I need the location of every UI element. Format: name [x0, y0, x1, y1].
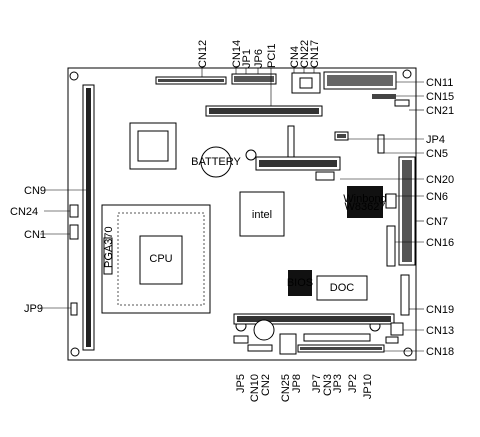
intel-chip: intel	[239, 191, 285, 237]
label-cn22: CN22	[299, 40, 311, 68]
winbond-body	[347, 186, 383, 218]
label-jp5: JP5	[235, 374, 247, 393]
cn19-connector	[400, 274, 410, 316]
board-outline	[67, 67, 417, 361]
socket-core	[139, 235, 183, 285]
cn24-connector	[69, 204, 79, 218]
cn13-side	[385, 336, 399, 344]
label-cn4: CN4	[289, 46, 301, 68]
label-jp7: JP7	[311, 374, 323, 393]
label-cn14: CN14	[231, 40, 243, 68]
top-labels: CN12 CN14 JP1 JP6 PCI1 CN4 CN22 CN17	[197, 40, 321, 68]
winbond-label: Winbond	[343, 193, 386, 205]
label-cn25: CN25	[280, 374, 292, 402]
cn14-jp-pins	[234, 76, 274, 82]
label-cn19: CN19	[426, 304, 454, 316]
label-cn5: CN5	[426, 148, 448, 160]
label-cn17: CN17	[309, 40, 321, 68]
right-labels: CN11 CN15 CN21 JP4 CN5 CN20 CN6 CN7 CN16…	[426, 77, 454, 358]
left-long-slot	[82, 84, 95, 351]
label-jp9: JP9	[24, 303, 43, 315]
cn12-pins	[158, 79, 224, 82]
label-cn12: CN12	[197, 40, 209, 68]
cn6-connector	[385, 193, 397, 209]
cn7-pins	[402, 160, 412, 262]
buzzer	[253, 319, 275, 341]
mounting-hole-br	[403, 347, 413, 357]
battery-body	[200, 146, 232, 178]
cn1-connector	[69, 224, 79, 240]
jp9-connector	[70, 302, 78, 316]
label-jp10: JP10	[362, 374, 374, 399]
board	[67, 67, 417, 361]
label-cn3: CN3	[322, 374, 334, 396]
cn18-header-pins	[300, 347, 382, 350]
jp-bottom-headers	[303, 333, 371, 342]
nb-inner	[137, 130, 169, 162]
bios-chip	[288, 270, 312, 296]
cpu-socket: CPU PGA370	[101, 204, 211, 314]
label-jp3: JP3	[332, 374, 344, 393]
cn4-inner	[299, 77, 313, 89]
cn20-side-header	[315, 171, 335, 181]
north-bridge-chip	[129, 122, 177, 170]
label-cn2: CN2	[260, 374, 272, 396]
cn15-connector	[372, 94, 396, 99]
label-cn21: CN21	[426, 105, 454, 117]
label-cn9: CN9	[24, 185, 46, 197]
label-cn24: CN24	[10, 206, 38, 218]
bottom-long-slot-pins	[237, 316, 391, 322]
label-cn15: CN15	[426, 91, 454, 103]
mounting-hole-tl	[69, 71, 79, 81]
cn20-pins	[259, 160, 337, 167]
label-jp4: JP4	[426, 134, 445, 146]
doc-label: DOC	[330, 282, 355, 294]
cn13-connector	[390, 322, 404, 336]
cn11-pins	[327, 75, 393, 86]
doc-socket	[316, 275, 368, 301]
socket-name-label: PGA370	[103, 226, 115, 268]
intel-outer	[239, 191, 285, 237]
cn16-connector	[386, 225, 396, 267]
battery: BATTERY	[191, 146, 242, 178]
battery-label: BATTERY	[191, 156, 241, 168]
mounting-hole-tr	[402, 69, 412, 79]
winbond-sublabel: W83627	[345, 201, 386, 213]
bios-label: BIOS	[287, 277, 313, 289]
label-jp1: JP1	[241, 49, 253, 68]
cn21-connector	[394, 99, 410, 107]
jp5-header	[233, 335, 249, 344]
leader-lines	[40, 68, 424, 352]
cn25-jp8-headers	[279, 333, 297, 355]
label-cn1: CN1	[24, 229, 46, 241]
jp4-pins	[337, 134, 346, 138]
left-slot-pins	[86, 88, 91, 347]
winbond-chip: Winbond W83627	[343, 186, 387, 218]
label-cn13: CN13	[426, 325, 454, 337]
label-cn7: CN7	[426, 216, 448, 228]
cn10-header	[247, 344, 273, 352]
label-cn16: CN16	[426, 237, 454, 249]
bottom-labels: JP5 CN10 CN2 CN25 JP8 JP7 CN3 JP3 JP2 JP…	[235, 374, 374, 402]
label-cn20: CN20	[426, 174, 454, 186]
label-cn6: CN6	[426, 191, 448, 203]
socket-lever	[103, 237, 113, 275]
left-labels: CN9 CN24 CN1 JP9	[10, 185, 46, 315]
label-cn10: CN10	[249, 374, 261, 402]
label-cn18: CN18	[426, 346, 454, 358]
mounting-hole-mid	[245, 149, 257, 161]
pci1-pins	[209, 108, 319, 114]
label-jp8: JP8	[291, 374, 303, 393]
label-jp2: JP2	[347, 374, 359, 393]
intel-logo: intel	[252, 209, 272, 221]
label-cn11: CN11	[426, 77, 453, 89]
socket-core-label: CPU	[149, 253, 172, 265]
label-jp6: JP6	[253, 49, 265, 68]
cn5-connector	[377, 134, 385, 154]
mounting-hole-bl	[70, 347, 80, 357]
label-pci1: PCI1	[266, 44, 278, 68]
